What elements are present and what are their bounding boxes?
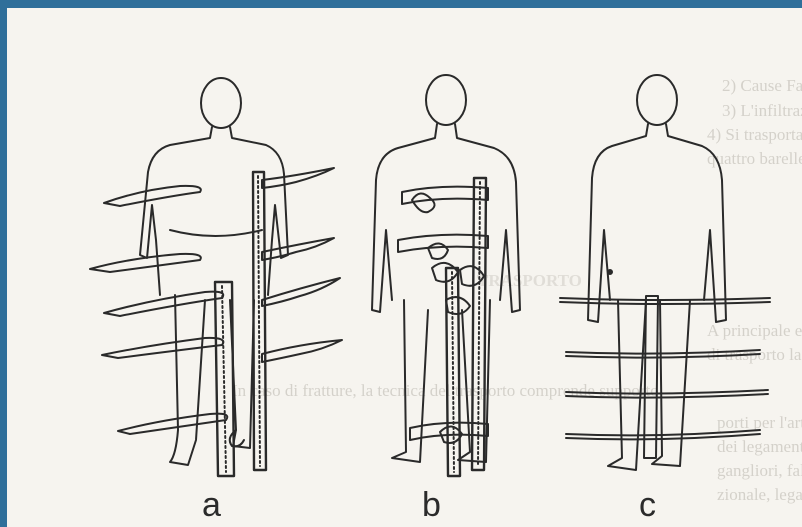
figure-c-left-side [588, 124, 648, 322]
figure-b-head [426, 75, 466, 125]
figure-c-right-side [666, 124, 726, 322]
figure-a-strip-5 [118, 414, 227, 434]
figure-a [90, 78, 342, 476]
figure-a-strip-6 [262, 168, 334, 188]
figure-b-left-side [372, 124, 437, 312]
figure-a-hand [230, 430, 244, 446]
figure-b [372, 75, 520, 476]
figure-b-right-side [455, 124, 520, 312]
figure-c [560, 75, 770, 470]
figure-c-head [637, 75, 677, 125]
figure-label-a: a [202, 488, 221, 522]
figure-c-left-leg [608, 300, 646, 470]
scanned-page: 2) Cause Fatto. 3) L'infiltrazione agrav… [7, 8, 802, 527]
splinting-illustration [7, 8, 802, 527]
figure-b-bow-1 [412, 193, 435, 212]
figure-a-waist [170, 230, 262, 236]
figure-a-strip-1 [104, 186, 201, 206]
figure-a-strip-4 [102, 338, 223, 358]
figure-a-strip-9 [262, 340, 342, 362]
figure-label-b: b [422, 488, 441, 522]
figure-a-left-side [140, 127, 212, 295]
figure-a-head [201, 78, 241, 128]
figure-b-bow-4 [460, 266, 484, 286]
figure-c-splint [644, 296, 658, 458]
figure-a-left-leg [170, 295, 205, 465]
figure-c-strip-4 [566, 430, 760, 435]
figure-a-strip-8 [262, 278, 340, 306]
figure-c-strip-2 [566, 350, 760, 354]
figure-b-bow-2 [428, 243, 448, 259]
figure-c-strip-1 [560, 298, 770, 300]
figure-label-c: c [639, 488, 656, 522]
figure-c-strip-3 [566, 390, 768, 394]
